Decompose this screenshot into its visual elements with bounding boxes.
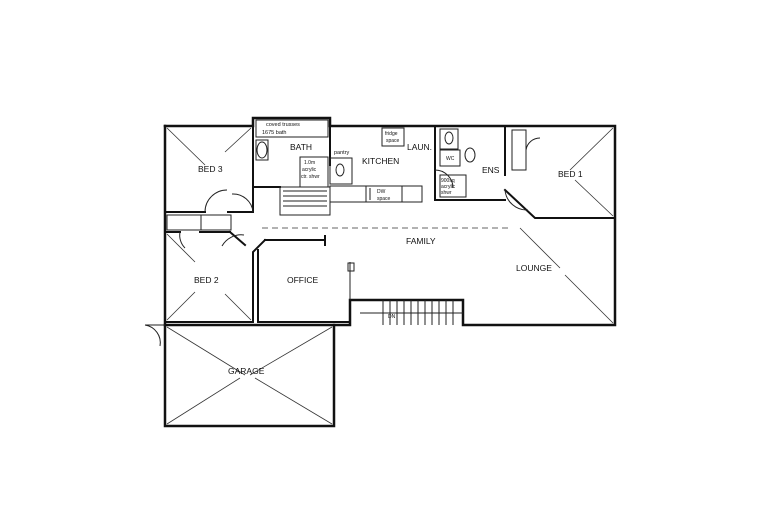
note-pantry: pantry: [334, 150, 350, 156]
bath-fittings: [255, 119, 476, 216]
note-fridge-1: fridge: [385, 131, 398, 137]
note-coved-trusses: coved trusses: [266, 122, 300, 128]
note-wc: WC: [446, 156, 455, 162]
stairs: [360, 300, 463, 325]
annotations: coved trusses 1675 bath 1.0m acrylic ctr…: [262, 122, 456, 320]
room-label-bath: BATH: [290, 142, 312, 152]
room-label-office: OFFICE: [287, 275, 318, 285]
room-labels: BED 3 BATH KITCHEN LAUN. ENS BED 1 FAMIL…: [194, 142, 583, 376]
note-dw-2: space: [377, 196, 391, 202]
room-label-laundry: LAUN.: [407, 142, 432, 152]
room-label-family: FAMILY: [406, 236, 436, 246]
note-fridge-2: space: [386, 138, 400, 144]
note-stairs: DN: [388, 314, 396, 320]
note-shower-bath-2: acrylic: [302, 167, 317, 173]
note-bath-size: 1675 bath: [262, 130, 286, 136]
note-shower-ens-2: acrylic: [441, 184, 456, 190]
note-dw-1: DW: [377, 189, 386, 195]
room-label-ensuite: ENS: [482, 165, 500, 175]
note-shower-ens-1: 900sq: [441, 178, 455, 184]
note-shower-bath-3: ctr. shwr: [301, 174, 320, 180]
room-label-bed2: BED 2: [194, 275, 219, 285]
room-label-bed3: BED 3: [198, 164, 223, 174]
room-label-bed1: BED 1: [558, 169, 583, 179]
doors: [144, 137, 541, 347]
room-label-lounge: LOUNGE: [516, 263, 552, 273]
note-shower-bath-1: 1.0m: [304, 160, 315, 166]
interior-walls: [164, 125, 616, 325]
note-shower-ens-3: shwr: [441, 190, 452, 196]
room-label-kitchen: KITCHEN: [362, 156, 399, 166]
room-label-garage: GARAGE: [228, 366, 265, 376]
exterior-walls: [163, 116, 617, 428]
hip-lines: [166, 127, 614, 425]
